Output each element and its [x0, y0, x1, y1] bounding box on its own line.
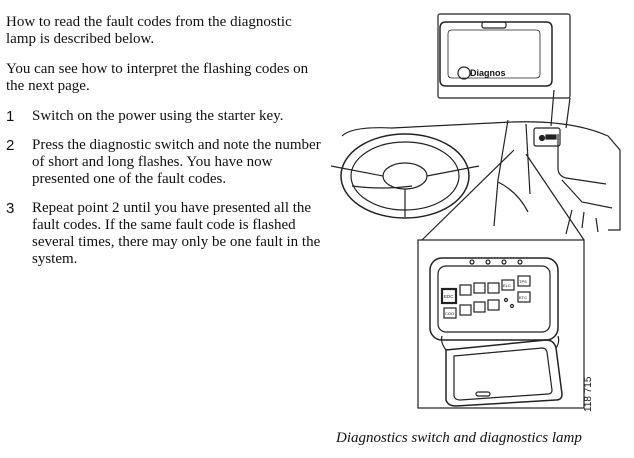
switch-location [533, 127, 561, 147]
figure-caption: Diagnostics switch and diagnostics lamp [336, 430, 582, 446]
instruction-text: How to read the fault codes from the dia… [6, 14, 324, 280]
dashboard-illustration: Diagnos EDC ELC TPS [330, 13, 621, 409]
lamp-label-elc: ELC [503, 283, 511, 288]
step-text: Press the diagnostic switch and note the… [32, 137, 321, 187]
switch-label: Diagnos [470, 68, 506, 78]
step-number: 1 [6, 108, 15, 125]
switch-inset: Diagnos [437, 13, 571, 129]
dashboard [330, 119, 621, 235]
step-text: Switch on the power using the starter ke… [32, 108, 284, 124]
step-text: Repeat point 2 until you have presented … [32, 200, 321, 267]
intro-paragraph-2: You can see how to interpret the flashin… [6, 61, 309, 94]
lamp-inset: EDC ELC TPS COO ETC [417, 239, 585, 409]
lamp-label-coo: COO [445, 311, 454, 316]
step-2: 2 Press the diagnostic switch and note t… [6, 137, 324, 188]
lamp-label-etc: ETC [519, 295, 527, 300]
step-number: 3 [6, 200, 15, 217]
switch-button [457, 66, 471, 80]
steering-wheel [340, 133, 470, 219]
figure-reference: 118 715 [583, 376, 594, 412]
step-3: 3 Repeat point 2 until you have presente… [6, 200, 324, 268]
step-1: 1 Switch on the power using the starter … [6, 108, 324, 125]
lamp-label-tps: TPS [519, 279, 527, 284]
lamp-label-edc: EDC [444, 294, 454, 299]
step-number: 2 [6, 137, 15, 154]
intro-paragraph-1: How to read the fault codes from the dia… [6, 14, 292, 47]
